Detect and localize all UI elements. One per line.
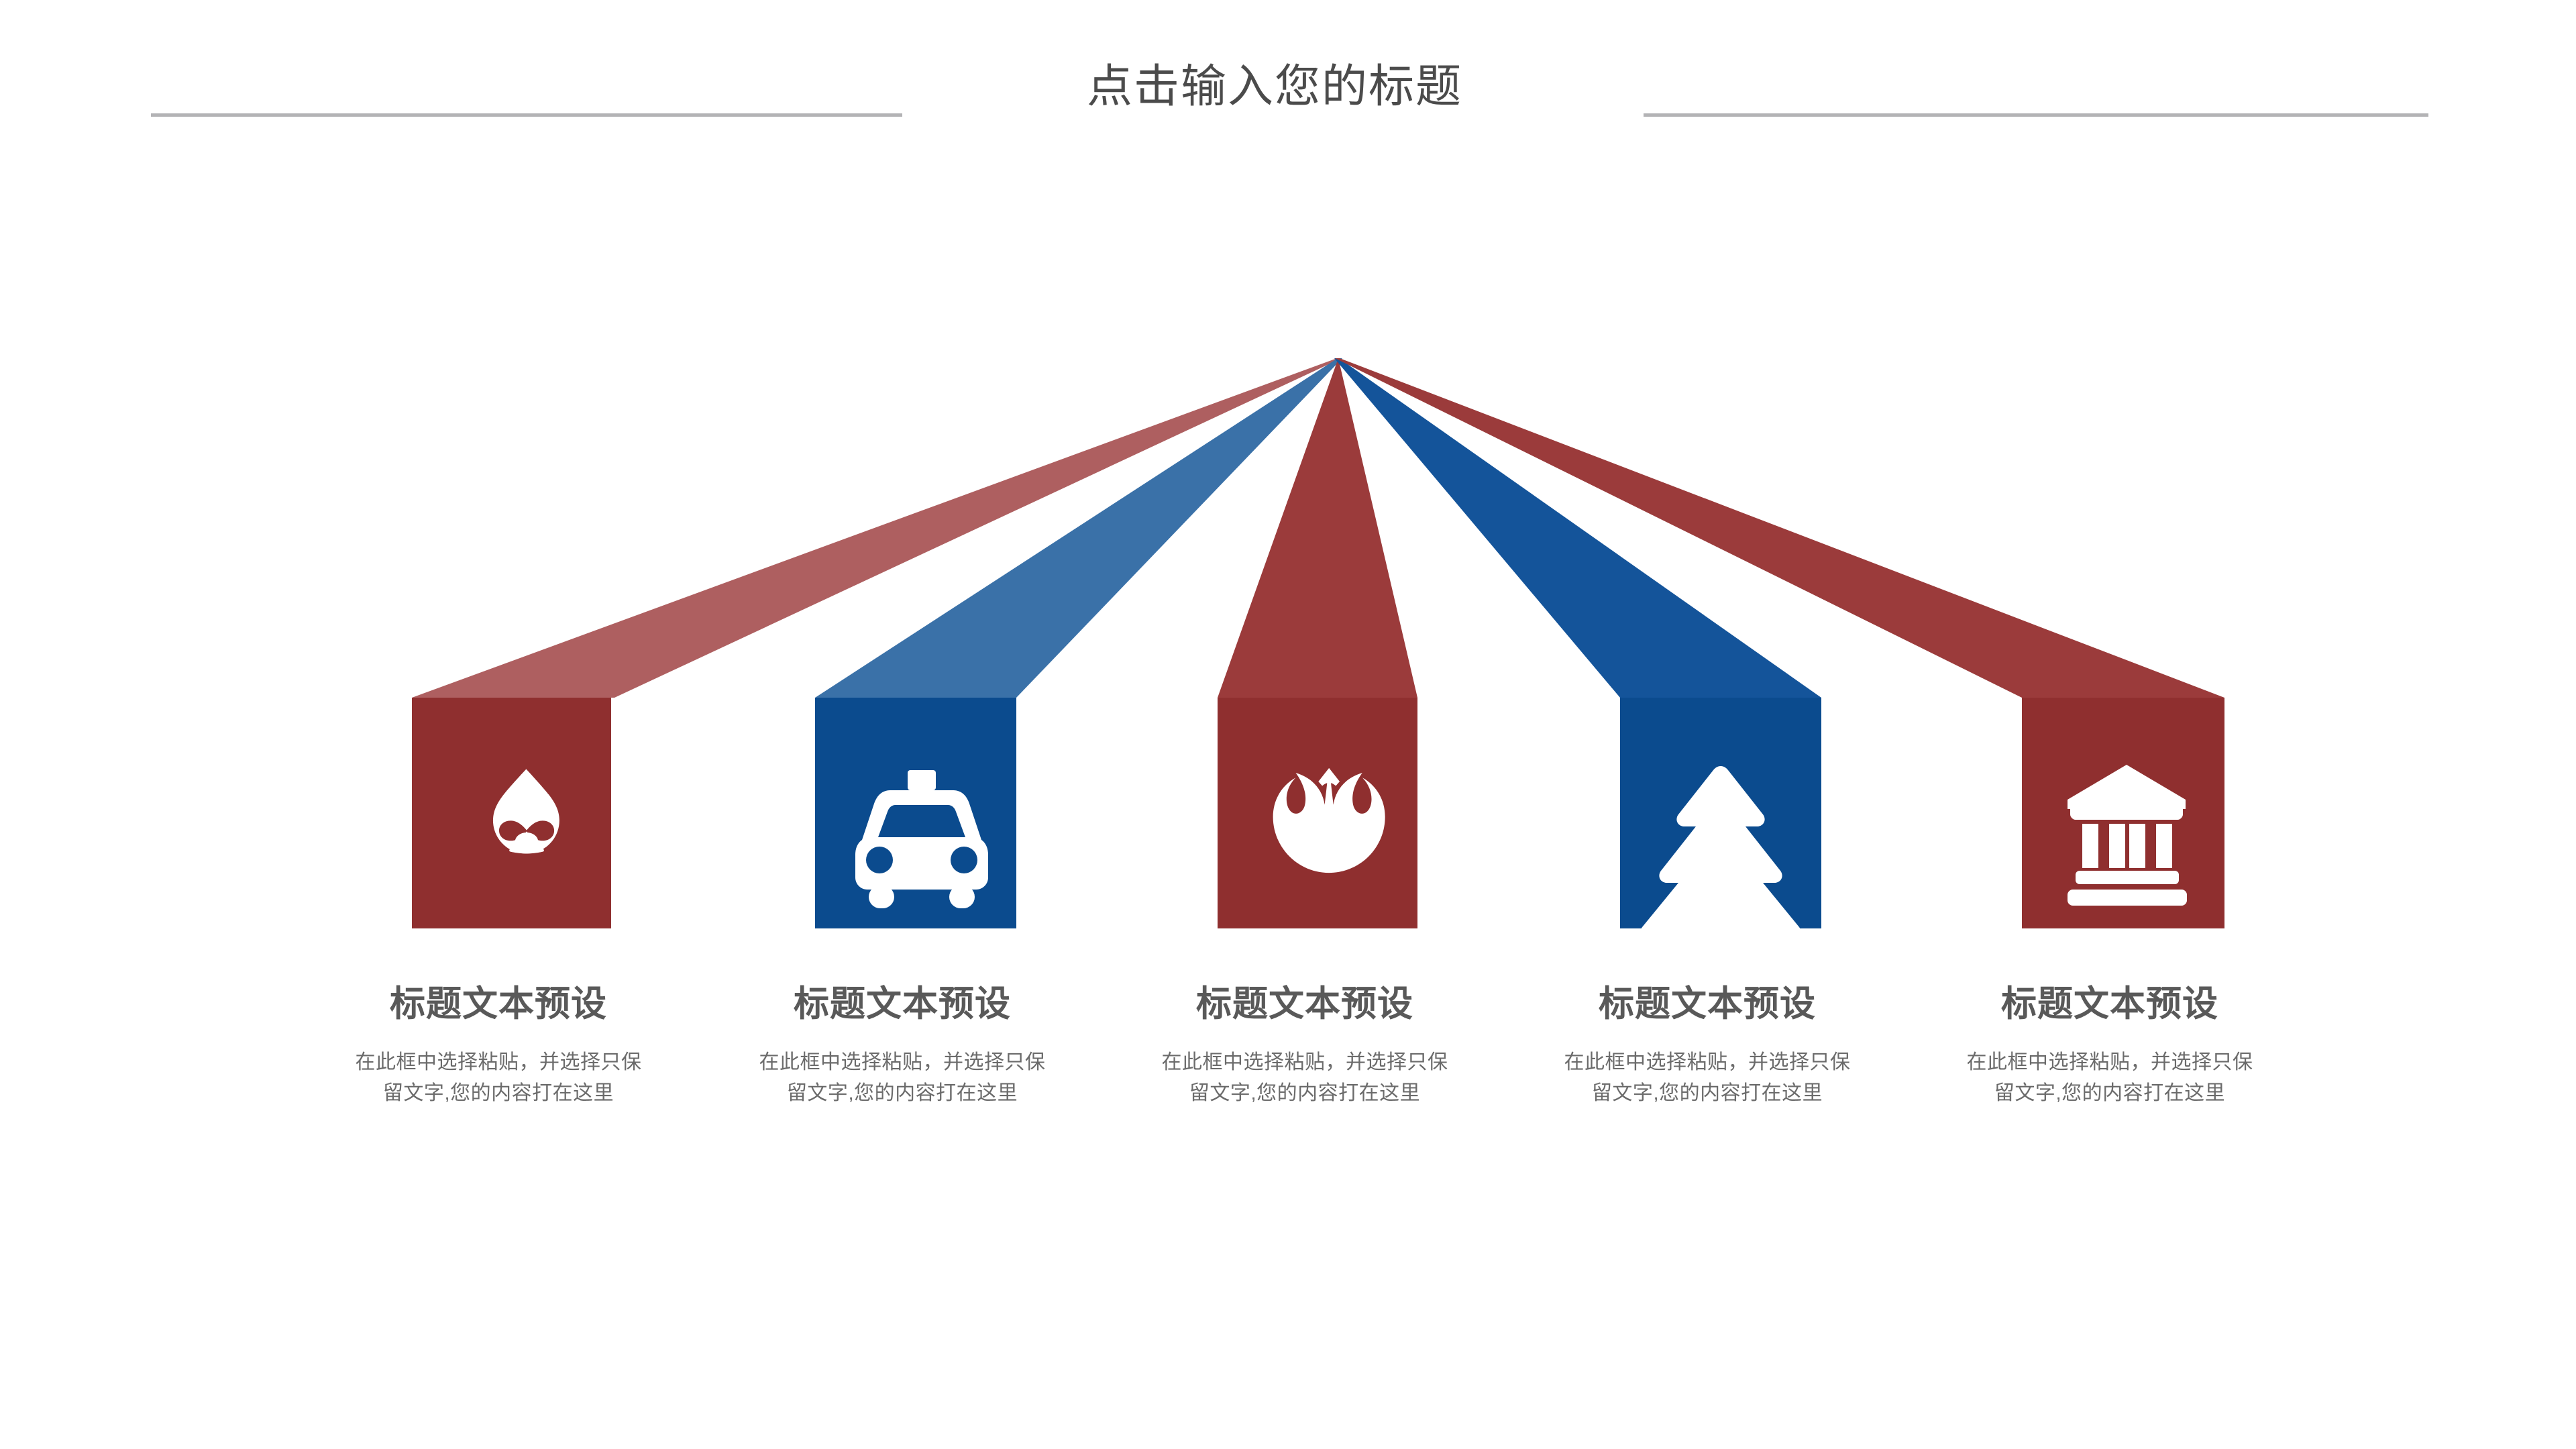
ribbon-4: [1334, 358, 1821, 698]
caption-title-4: 标题文本预设: [1599, 984, 1816, 1024]
icon-box-5[interactable]: [2022, 698, 2224, 928]
ribbon-4-top-face: [1334, 358, 1821, 698]
caption-title-1: 标题文本预设: [390, 984, 607, 1024]
icon-box-3[interactable]: [1218, 698, 1417, 928]
caption-title-5: 标题文本预设: [2001, 984, 2218, 1024]
ribbon-5-top-face: [1335, 358, 2224, 698]
ribbon-3-top-face: [1218, 358, 1417, 698]
caption-body-5: 在此框中选择粘贴，并选择只保留文字,您的内容打在这里: [1966, 1051, 2253, 1104]
caption-title-3: 标题文本预设: [1196, 984, 1413, 1024]
drupal-droplet-icon: [492, 769, 559, 854]
ribbon-2: [815, 358, 1342, 698]
caption-block-3: 标题文本预设 在此框中选择粘贴，并选择只保留文字,您的内容打在这里: [1117, 986, 1493, 1108]
icon-box-2[interactable]: [815, 698, 1016, 928]
ribbon-5: [1335, 358, 2224, 698]
ribbon-3: [1218, 358, 1417, 698]
captions-row: 标题文本预设 在此框中选择粘贴，并选择只保留文字,您的内容打在这里 标题文本预设…: [0, 986, 2576, 1268]
caption-title-2: 标题文本预设: [794, 984, 1011, 1024]
ribbon-2-top-face: [815, 358, 1342, 698]
slide-header: 点击输入您的标题: [0, 0, 2576, 154]
pine-tree-icon: [1640, 766, 1801, 953]
icon-box-1[interactable]: [412, 698, 611, 928]
ribbon-1: [412, 358, 1342, 698]
icon-box-4[interactable]: [1620, 698, 1821, 953]
caption-body-4: 在此框中选择粘贴，并选择只保留文字,您的内容打在这里: [1564, 1051, 1851, 1104]
caption-block-5: 标题文本预设 在此框中选择粘贴，并选择只保留文字,您的内容打在这里: [1922, 986, 2298, 1108]
caption-body-2: 在此框中选择粘贴，并选择只保留文字,您的内容打在这里: [759, 1051, 1046, 1104]
title-rule-left: [151, 113, 902, 117]
caption-body-1: 在此框中选择粘贴，并选择只保留文字,您的内容打在这里: [355, 1051, 642, 1104]
page-title: 点击输入您的标题: [1086, 61, 1462, 112]
bank-museum-icon: [2068, 765, 2187, 906]
caption-body-3: 在此框中选择粘贴，并选择只保留文字,您的内容打在这里: [1161, 1051, 1448, 1104]
caption-block-4: 标题文本预设 在此框中选择粘贴，并选择只保留文字,您的内容打在这里: [1519, 986, 1895, 1108]
title-rule-right: [1644, 113, 2428, 117]
caption-block-2: 标题文本预设 在此框中选择粘贴，并选择只保留文字,您的内容打在这里: [714, 986, 1090, 1108]
fan-diagram: [412, 358, 2224, 953]
ribbon-1-top-face: [412, 358, 1342, 698]
rebel-alliance-icon: [1273, 767, 1385, 873]
taxi-cab-icon: [855, 770, 988, 908]
caption-block-1: 标题文本预设 在此框中选择粘贴，并选择只保留文字,您的内容打在这里: [311, 986, 686, 1108]
